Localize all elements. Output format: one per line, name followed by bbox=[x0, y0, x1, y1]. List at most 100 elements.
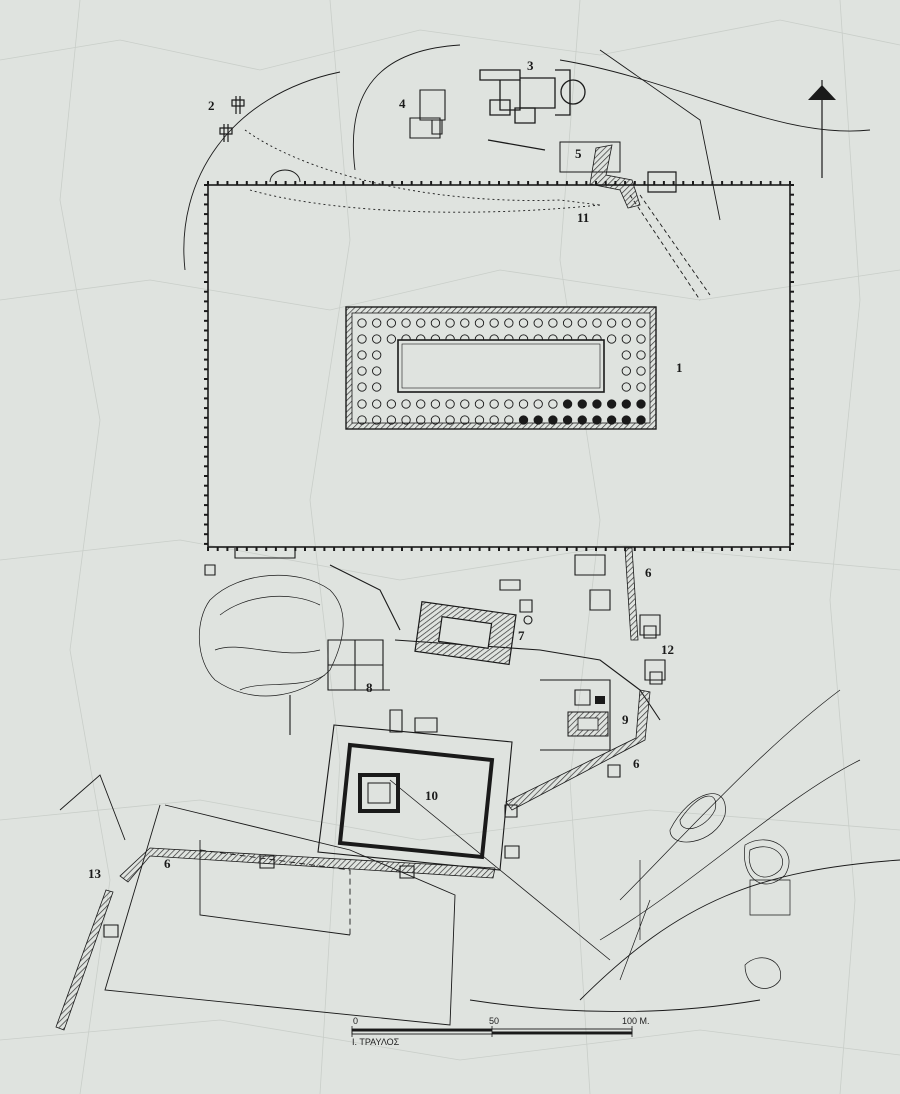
label-1: 1 bbox=[676, 360, 683, 375]
temple-column bbox=[592, 318, 602, 328]
temple-column bbox=[489, 318, 499, 328]
temple-column bbox=[489, 399, 499, 409]
temple-column bbox=[606, 334, 617, 344]
temple-column bbox=[416, 318, 426, 328]
temple-column bbox=[606, 399, 617, 409]
southern-ruins bbox=[204, 548, 666, 751]
temple-column bbox=[621, 350, 631, 360]
temple-column bbox=[621, 334, 631, 344]
structure-5 bbox=[559, 141, 621, 173]
structure-10 bbox=[317, 724, 611, 961]
temple-column bbox=[592, 399, 602, 409]
temple-column bbox=[386, 334, 397, 344]
temple-column bbox=[504, 399, 514, 409]
temple-column bbox=[474, 415, 485, 425]
temple-column bbox=[636, 334, 646, 344]
label-7: 7 bbox=[518, 628, 525, 643]
temple-column bbox=[504, 318, 514, 328]
scale-tick-100: 100 Μ. bbox=[622, 1016, 650, 1026]
temple-column bbox=[518, 318, 529, 328]
structure-7 bbox=[414, 601, 517, 666]
temple-column bbox=[533, 318, 543, 328]
temple-column bbox=[518, 399, 529, 409]
temple-column bbox=[562, 399, 573, 409]
temple-column bbox=[460, 318, 470, 328]
temple-column bbox=[489, 415, 499, 425]
label-13: 13 bbox=[88, 866, 102, 881]
temple-column bbox=[562, 318, 573, 328]
southeast-road bbox=[469, 859, 900, 1012]
temple-column bbox=[386, 415, 397, 425]
label-8: 8 bbox=[366, 680, 373, 695]
temple-column bbox=[357, 399, 367, 409]
rocky-outcrop bbox=[199, 574, 344, 697]
structure-1-temple bbox=[345, 306, 657, 430]
scale-bar: 0 50 100 Μ. Ι. ΤΡΑΥΛΟΣ bbox=[351, 1016, 650, 1047]
temple-column bbox=[636, 415, 646, 425]
southwest-outlines bbox=[59, 774, 456, 1026]
temple-column bbox=[533, 399, 543, 409]
structure-1-peribolos bbox=[204, 181, 794, 551]
temple-column bbox=[416, 399, 426, 409]
temple-column bbox=[621, 399, 631, 409]
temple-column bbox=[372, 334, 382, 344]
site-labels: 1 2 3 4 5 6 6 6 7 8 9 10 11 12 13 bbox=[88, 58, 683, 881]
temple-column bbox=[636, 366, 646, 376]
label-4: 4 bbox=[399, 96, 406, 111]
temple-column bbox=[621, 366, 631, 376]
terrain-contours bbox=[599, 689, 861, 989]
temple-column bbox=[636, 318, 646, 328]
label-12: 12 bbox=[661, 642, 674, 657]
structure-4 bbox=[409, 89, 446, 139]
temple-column bbox=[372, 350, 382, 360]
temple-column bbox=[548, 399, 558, 409]
temple-column bbox=[621, 415, 631, 425]
label-6-east: 6 bbox=[645, 565, 652, 580]
temple-column bbox=[606, 415, 617, 425]
temple-column bbox=[430, 415, 441, 425]
structure-9 bbox=[567, 696, 609, 737]
temple-column bbox=[577, 415, 587, 425]
temple-column bbox=[445, 318, 455, 328]
temple-column bbox=[430, 399, 441, 409]
temple-column bbox=[474, 318, 485, 328]
temple-column bbox=[357, 334, 367, 344]
temple-column bbox=[474, 399, 485, 409]
temple-column bbox=[372, 415, 382, 425]
temple-column bbox=[621, 318, 631, 328]
temple-column bbox=[386, 318, 397, 328]
temple-column bbox=[401, 399, 411, 409]
temple-column bbox=[562, 415, 573, 425]
temple-column bbox=[401, 415, 411, 425]
temple-column bbox=[577, 399, 587, 409]
label-5: 5 bbox=[575, 146, 582, 161]
structure-6-walls bbox=[55, 547, 663, 1031]
temple-column bbox=[357, 382, 367, 392]
temple-column bbox=[636, 399, 646, 409]
temple-column bbox=[445, 399, 455, 409]
structure-3-church bbox=[479, 69, 586, 151]
structure-2 bbox=[219, 96, 245, 142]
temple-column bbox=[430, 318, 441, 328]
temple-column bbox=[636, 382, 646, 392]
north-arrow-icon bbox=[808, 80, 836, 178]
temple-column bbox=[460, 399, 470, 409]
temple-column bbox=[416, 415, 426, 425]
temple-column bbox=[445, 415, 455, 425]
temple-column bbox=[504, 415, 514, 425]
temple-column bbox=[606, 318, 617, 328]
label-11: 11 bbox=[577, 210, 589, 225]
temple-column bbox=[518, 415, 529, 425]
temple-column bbox=[548, 415, 558, 425]
temple-column bbox=[548, 318, 558, 328]
label-10: 10 bbox=[425, 788, 438, 803]
label-6-southeast: 6 bbox=[633, 756, 640, 771]
temple-column bbox=[577, 318, 587, 328]
northern-roads bbox=[183, 44, 871, 301]
temple-column bbox=[357, 366, 367, 376]
scale-author: Ι. ΤΡΑΥΛΟΣ bbox=[352, 1037, 400, 1047]
structure-11 bbox=[589, 144, 677, 209]
label-2: 2 bbox=[208, 98, 215, 113]
scale-tick-0: 0 bbox=[353, 1016, 358, 1026]
